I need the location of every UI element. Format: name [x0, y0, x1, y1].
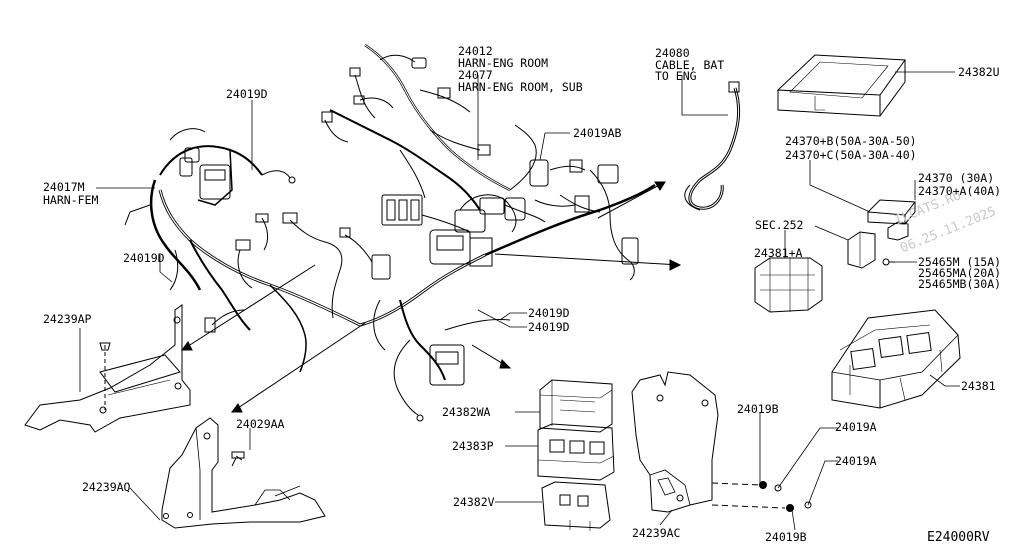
fusible-links [754, 199, 916, 313]
battery-cable [684, 81, 741, 211]
label-sec-252: SEC.252 [755, 218, 804, 232]
label-24239AQ: 24239AQ [82, 480, 131, 494]
label-24019D-mid1: 24019D [528, 306, 570, 320]
label-24077: 24077 [458, 68, 493, 82]
label-24239AC: 24239AC [632, 526, 681, 540]
fusible-link-box-cover [776, 54, 906, 117]
label-24080: 24080 [655, 46, 690, 60]
label-24029AA: 24029AA [236, 417, 285, 431]
label-24017M: 24017M [43, 180, 85, 194]
bracket-24239AC [631, 371, 719, 513]
label-24019D-left: 24019D [123, 251, 165, 265]
label-24012: 24012 [458, 44, 493, 58]
leader-lines [79, 71, 960, 531]
diagram-reference-code: E24000RV [927, 530, 990, 545]
engine-room-harness [321, 43, 639, 281]
label-24019A-1: 24019A [835, 420, 877, 434]
label-24019D-mid2: 24019D [528, 320, 570, 334]
label-to-eng: TO ENG [655, 69, 697, 83]
bracket-24239AP [24, 304, 191, 433]
label-cable-bat: CABLE, BAT [655, 58, 725, 72]
fasteners [711, 481, 812, 512]
label-24381A: 24381+A [754, 246, 803, 260]
label-24239AP: 24239AP [43, 312, 92, 326]
center-junction [359, 183, 656, 422]
label-25465MB: 25465MB(30A) [918, 277, 1002, 291]
bracket-24239AQ [161, 417, 326, 529]
label-harn-eng-room: HARN-ENG ROOM [458, 56, 549, 70]
label-24383P: 24383P [452, 439, 494, 453]
label-24019A-2: 24019A [835, 454, 877, 468]
label-24382U: 24382U [958, 65, 1000, 79]
label-24382V: 24382V [453, 495, 495, 509]
label-harn-fem: HARN-FEM [43, 193, 99, 207]
direction-arrows [181, 181, 682, 413]
label-24370C: 24370+C(50A-30A-40) [785, 148, 917, 162]
label-24382WA: 24382WA [442, 405, 491, 419]
label-24019AB: 24019AB [573, 126, 622, 140]
label-25465M: 25465M (15A) [918, 255, 1002, 269]
label-24019B-bottom: 24019B [765, 530, 807, 544]
label-24381: 24381 [961, 379, 996, 393]
label-24019D-top: 24019D [226, 87, 268, 101]
label-25465MA: 25465MA(20A) [918, 266, 1002, 280]
label-harn-eng-room-sub: HARN-ENG ROOM, SUB [458, 80, 583, 94]
label-24370A: 24370+A(40A) [918, 184, 1002, 198]
label-24370B: 24370+B(50A-30A-50) [785, 134, 917, 148]
main-harness [124, 128, 373, 373]
fuse-block-stack [537, 379, 615, 531]
label-24019B-top: 24019B [737, 402, 779, 416]
label-24370: 24370 (30A) [918, 171, 995, 185]
fuse-relay-box [831, 309, 961, 409]
